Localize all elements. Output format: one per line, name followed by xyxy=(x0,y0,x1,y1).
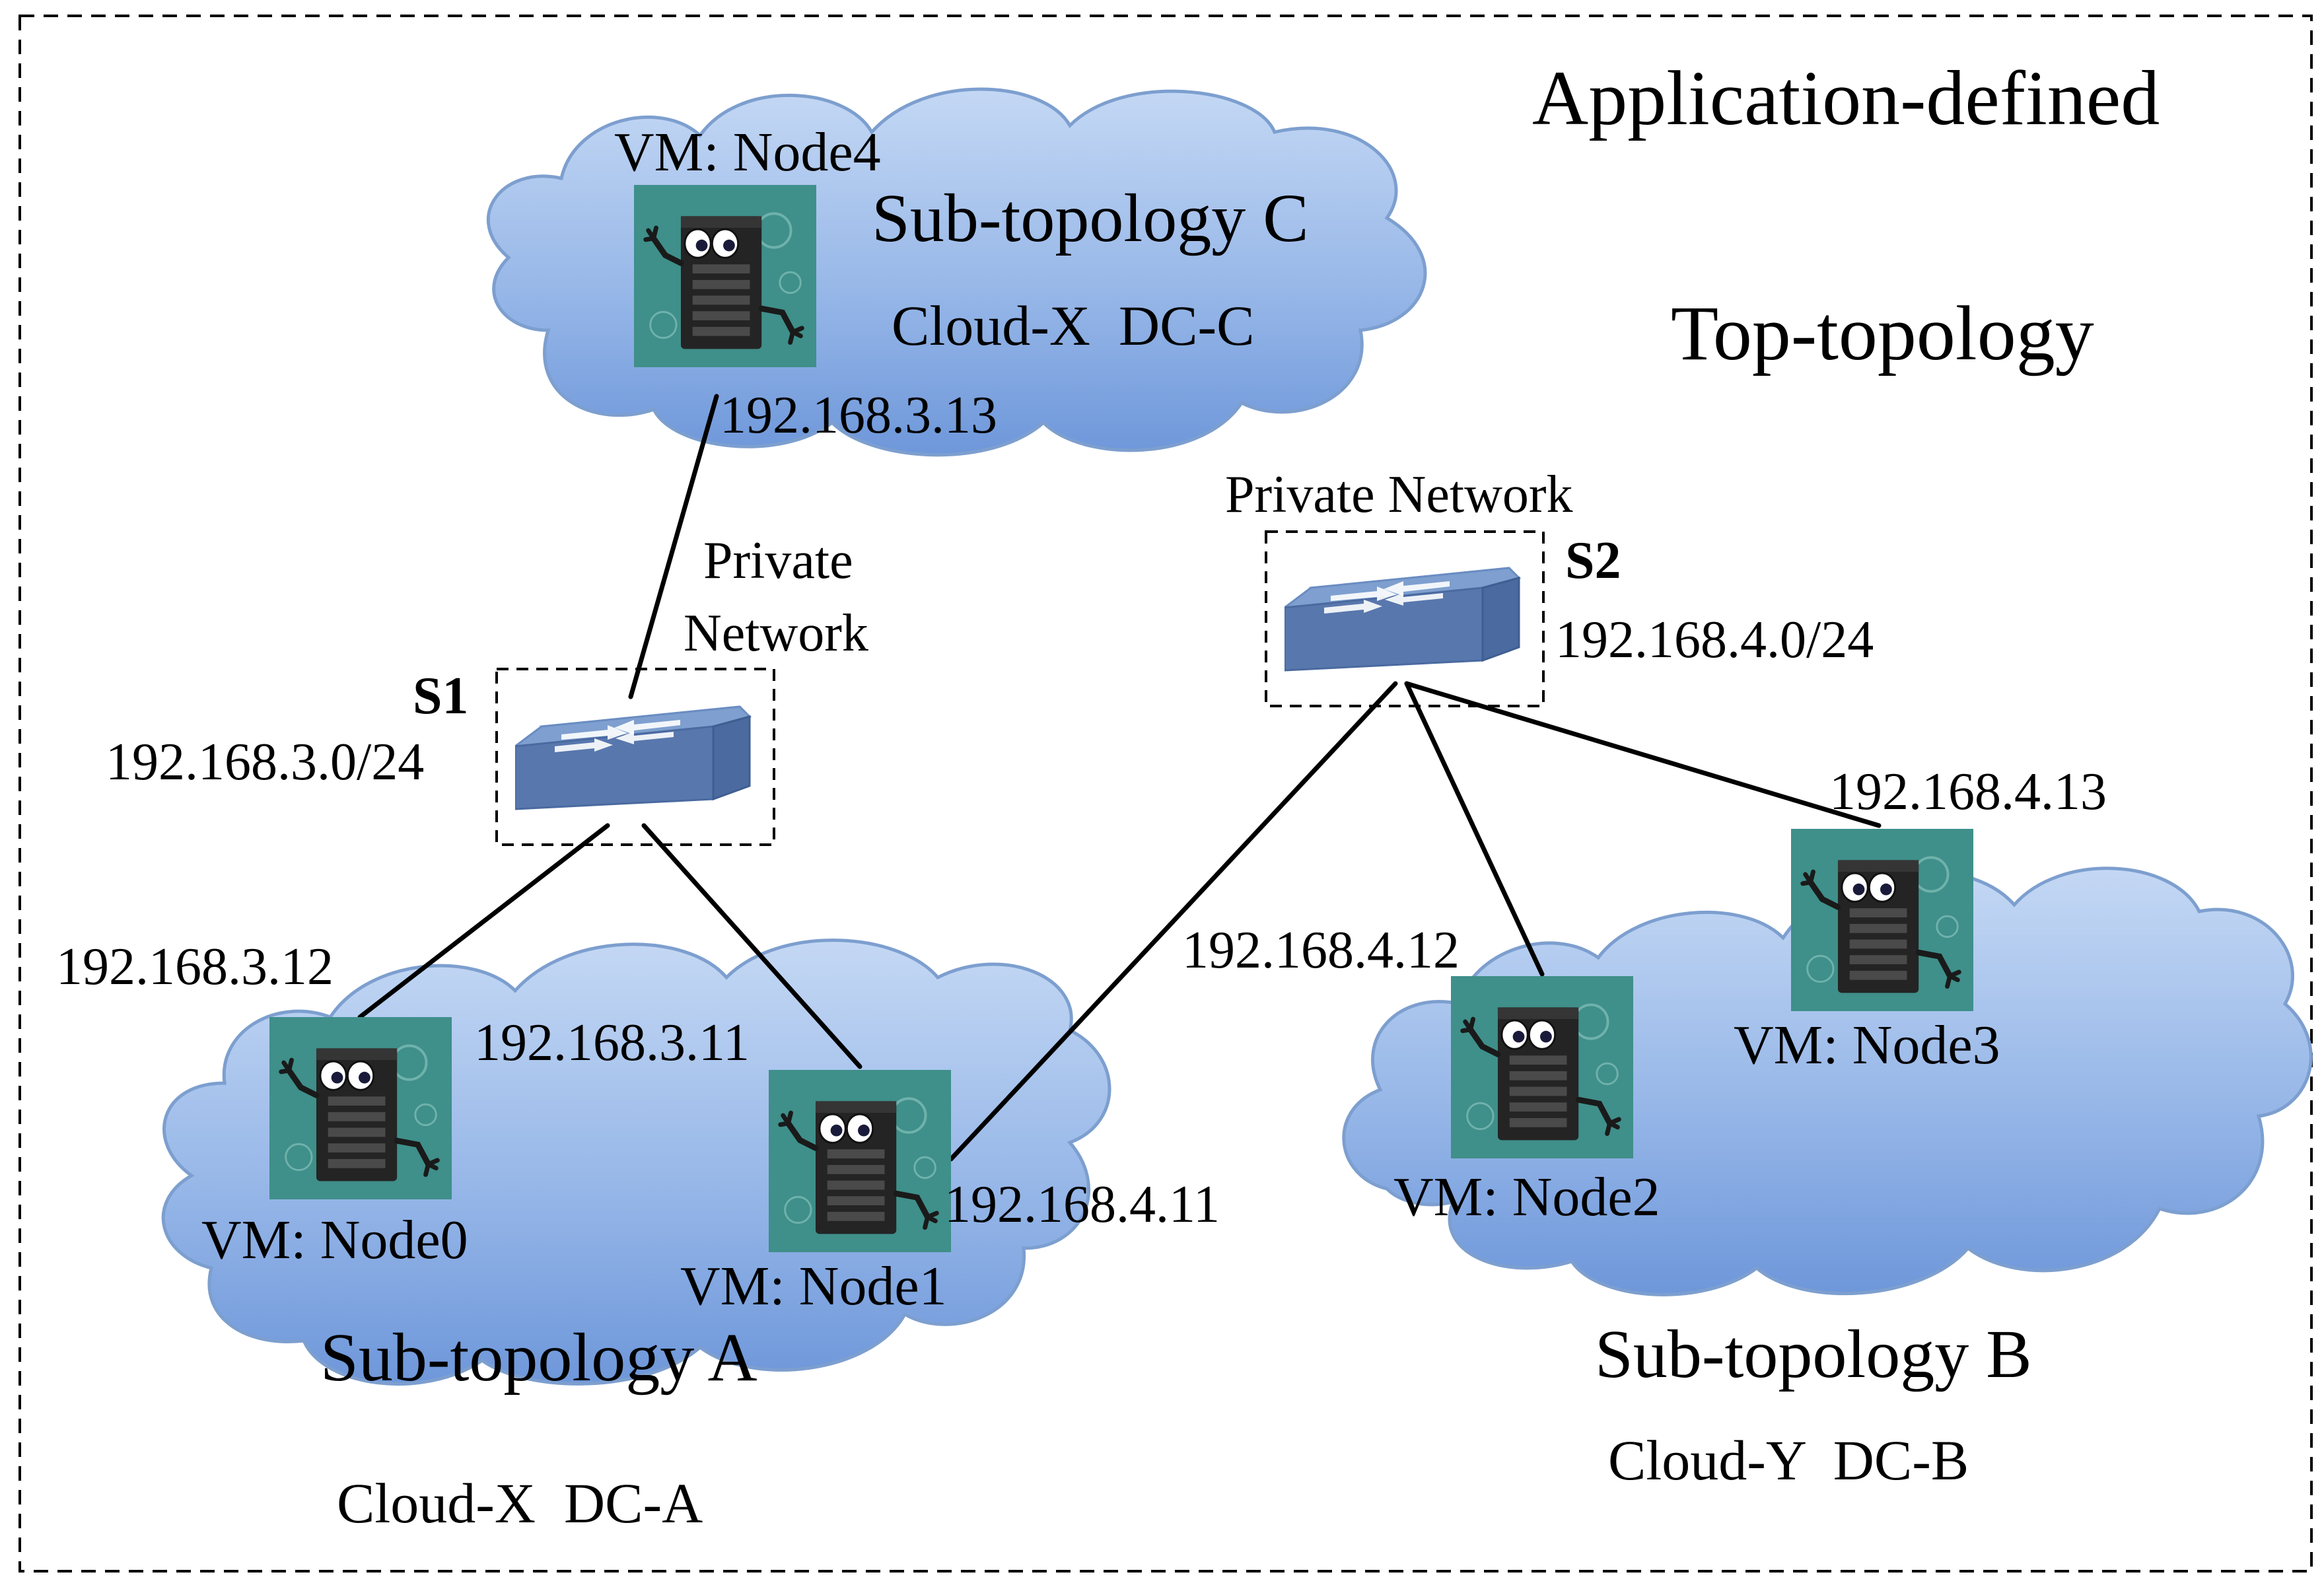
link-s2-node2 xyxy=(1404,681,1545,977)
title-line2: Top-topology xyxy=(1671,290,2094,376)
link-node1-s2 xyxy=(948,681,1398,1162)
cloud-sub-topology-b xyxy=(1342,866,2313,1296)
cloud-b-location: Cloud-Y DC-B xyxy=(1608,1429,1969,1492)
s1-label: S1 xyxy=(413,667,469,725)
s1-network-line1: Private xyxy=(703,532,853,590)
network-links xyxy=(357,394,1882,1162)
node0-server-robot-icon xyxy=(269,1017,452,1199)
node3-label: VM: Node3 xyxy=(1734,1014,2000,1076)
node4-label: VM: Node4 xyxy=(614,122,881,183)
s1-subnet: 192.168.3.0/24 xyxy=(106,733,424,791)
cloud-a-location: Cloud-X DC-A xyxy=(337,1471,703,1535)
node1-ip-s2: 192.168.4.11 xyxy=(944,1176,1220,1234)
node0-label: VM: Node0 xyxy=(201,1209,468,1271)
s1-network-line2: Network xyxy=(684,604,868,662)
node4-server-robot-icon xyxy=(634,185,816,367)
s2-subnet: 192.168.4.0/24 xyxy=(1555,611,1874,669)
node1-label: VM: Node1 xyxy=(680,1255,947,1317)
node2-server-robot-icon xyxy=(1451,976,1633,1158)
node4-ip: 192.168.3.13 xyxy=(720,386,997,444)
node2-ip: 192.168.4.12 xyxy=(1182,921,1460,979)
link-s1-node0 xyxy=(357,823,610,1020)
node0-ip: 192.168.3.12 xyxy=(56,938,334,996)
cloud-b-name: Sub-topology B xyxy=(1595,1316,2032,1392)
link-s1-node1 xyxy=(641,823,863,1069)
node3-server-robot-icon xyxy=(1791,829,1973,1011)
cloud-c-name: Sub-topology C xyxy=(872,180,1309,256)
node1-server-robot-icon xyxy=(769,1070,951,1252)
title-line1: Application-defined xyxy=(1532,55,2160,141)
node1-ip-s1: 192.168.3.11 xyxy=(474,1014,750,1072)
outer-frame xyxy=(18,15,2313,1573)
s2-network: Private Network xyxy=(1225,466,1573,524)
cloud-c-location: Cloud-X DC-C xyxy=(892,294,1254,357)
switch-s1-icon xyxy=(515,705,751,810)
s2-label: S2 xyxy=(1565,532,1621,590)
node2-label: VM: Node2 xyxy=(1393,1166,1660,1228)
switch-s2-box xyxy=(1265,530,1545,707)
node3-ip: 192.168.4.13 xyxy=(1829,763,2107,821)
link-s2-node3 xyxy=(1404,681,1882,828)
switch-s1-box xyxy=(495,668,775,846)
switch-s2-icon xyxy=(1285,567,1520,672)
cloud-a-name: Sub-topology A xyxy=(320,1320,757,1396)
link-node4-s1 xyxy=(628,394,719,699)
